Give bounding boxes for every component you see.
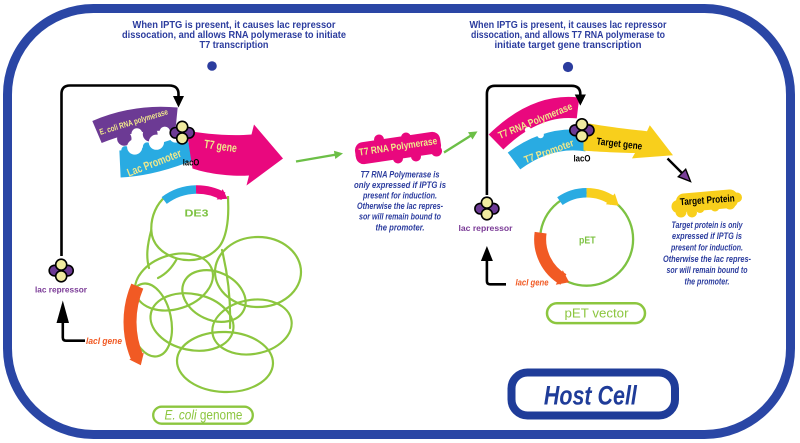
svg-text:T7 RNA Polymerase is: T7 RNA Polymerase is [361,169,440,180]
svg-text:When IPTG is present, it cause: When IPTG is present, it causes lac repr… [470,20,667,31]
svg-text:lac repressor: lac repressor [35,286,88,295]
svg-text:lacI gene: lacI gene [516,277,549,287]
svg-text:Target protein is only: Target protein is only [672,220,744,231]
svg-text:Host Cell: Host Cell [544,381,637,411]
svg-text:T7 transcription: T7 transcription [200,40,269,51]
svg-text:the promoter.: the promoter. [685,276,730,287]
svg-text:initiate target gene transcrip: initiate target gene transcription [495,40,642,51]
svg-text:Target gene: Target gene [596,136,643,152]
svg-text:present for induction.: present for induction. [362,191,437,202]
svg-text:the promoter.: the promoter. [376,222,425,233]
svg-text:present for induction.: present for induction. [670,243,743,254]
svg-text:sor will remain bound to: sor will remain bound to [667,265,748,276]
svg-text:DE3: DE3 [185,209,210,220]
svg-text:lacI gene: lacI gene [86,336,122,346]
svg-text:lacO: lacO [183,157,200,167]
svg-text:pET vector: pET vector [565,306,630,321]
svg-text:Otherwise the lac repres-: Otherwise the lac repres- [357,201,443,212]
svg-text:expressed if IPTG is: expressed if IPTG is [672,231,742,242]
svg-text:lacO: lacO [574,154,591,164]
svg-text:sor will remain bound to: sor will remain bound to [359,212,441,223]
svg-text:dissocation, and allows T7 RNA: dissocation, and allows T7 RNA polymeras… [471,30,665,41]
svg-text:When IPTG is present, it cause: When IPTG is present, it causes lac repr… [133,20,336,31]
svg-text:dissocation, and allows RNA po: dissocation, and allows RNA polymerase t… [122,30,346,41]
svg-text:E. coli genome: E. coli genome [165,408,243,423]
svg-text:pET: pET [579,234,596,246]
svg-text:Target Protein: Target Protein [680,193,736,208]
svg-text:lac repressor: lac repressor [459,224,514,233]
svg-text:only expressed if IPTG is: only expressed if IPTG is [354,180,446,191]
svg-text:T7 gene: T7 gene [203,137,238,155]
svg-text:Otherwise the lac repres-: Otherwise the lac repres- [663,254,751,265]
